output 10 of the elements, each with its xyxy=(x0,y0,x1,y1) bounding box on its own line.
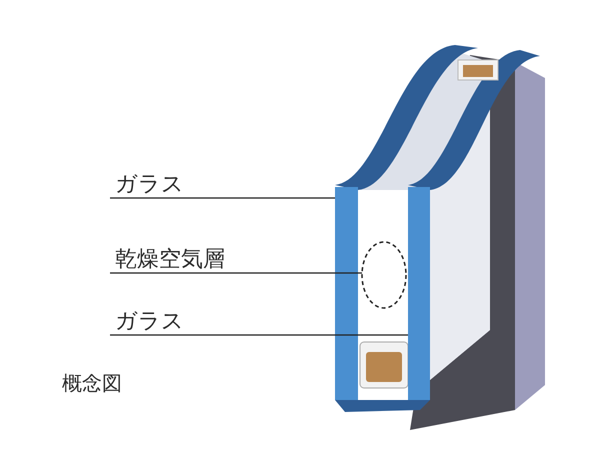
leader-line xyxy=(110,334,408,336)
part-label: ガラス xyxy=(115,309,184,335)
glass-pane xyxy=(335,187,358,400)
leader-line xyxy=(110,197,335,199)
glass-pane xyxy=(408,187,430,400)
leader-line xyxy=(110,272,362,274)
air-layer-circle xyxy=(361,241,407,309)
part-label: ガラス xyxy=(115,172,184,198)
part-label: 乾燥空気層 xyxy=(115,247,225,273)
caption: 概念図 xyxy=(62,370,122,396)
